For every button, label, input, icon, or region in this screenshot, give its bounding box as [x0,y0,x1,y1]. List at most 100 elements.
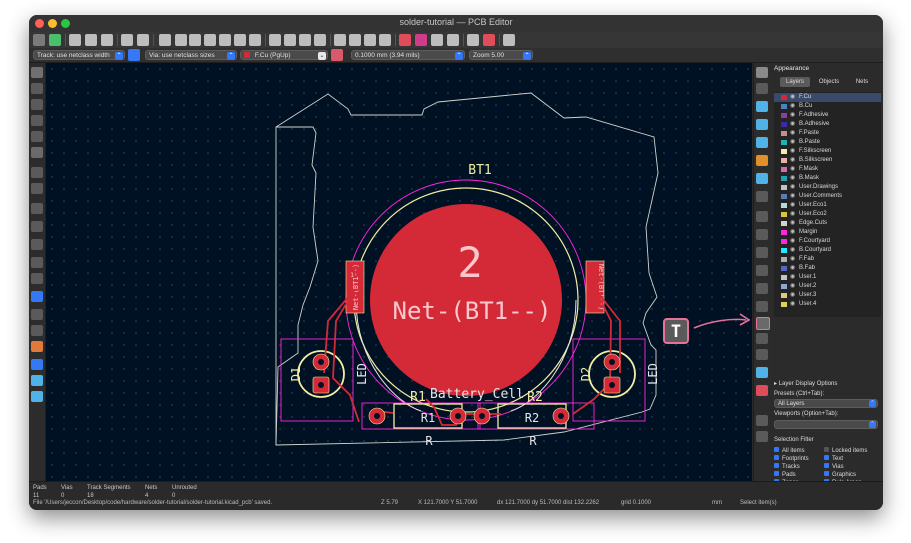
eye-icon[interactable]: ◉ [790,103,796,109]
footprint-editor-icon[interactable] [431,34,443,46]
layer-row[interactable]: ◉B.Adhesive [774,120,881,129]
3d-viewer-icon[interactable] [483,34,495,46]
presets-select[interactable]: All Layers ⌃ [774,399,878,408]
undo-icon[interactable] [121,34,133,46]
board-setup-icon[interactable] [33,34,45,46]
eye-icon[interactable]: ◉ [790,184,796,190]
layer-row[interactable]: ◉B.Fab [774,264,881,273]
eye-icon[interactable]: ◉ [790,166,796,172]
selection-filter-checkbox[interactable]: Footprints [774,454,809,463]
group-icon[interactable] [334,34,346,46]
grid-select[interactable]: 0.1000 mm (3.94 mils) ⌃ [351,50,465,60]
tab-objects[interactable]: Objects [818,79,840,85]
tab-nets[interactable]: Nets [855,79,869,85]
eye-icon[interactable]: ◉ [790,229,796,235]
layer-color-swatch[interactable] [781,167,787,172]
eye-icon[interactable]: ◉ [790,193,796,199]
layer-color-swatch[interactable] [781,257,787,262]
layers-manager-icon[interactable] [31,341,43,352]
layer-row[interactable]: ◉User.2 [774,282,881,291]
layer-color-swatch[interactable] [781,275,787,280]
checkbox-icon[interactable] [774,470,779,476]
high-contrast-icon[interactable] [31,309,43,320]
layer-row[interactable]: ◉User.4 [774,300,881,309]
track-sketch-icon[interactable] [31,291,43,302]
print-icon[interactable] [85,34,97,46]
selection-filter-checkbox[interactable]: Tracks [774,462,800,471]
layer-color-swatch[interactable] [781,239,787,244]
eye-icon[interactable]: ◉ [790,148,796,154]
selection-filter-checkbox[interactable]: Locked items [824,446,867,455]
eye-icon[interactable]: ◉ [790,112,796,118]
eye-icon[interactable]: ◉ [790,292,796,298]
unlock-icon[interactable] [379,34,391,46]
scripting-console-icon[interactable] [503,34,515,46]
local-ratsnest-icon[interactable] [756,83,768,94]
eye-icon[interactable]: ◉ [790,265,796,271]
track-seg[interactable] [332,288,360,423]
layer-row[interactable]: ◉User.3 [774,291,881,300]
add-text-icon[interactable] [756,317,770,330]
units-mm-icon[interactable] [31,147,43,158]
layer-row[interactable]: ◉F.Fab [774,255,881,264]
layer-color-swatch[interactable] [781,221,787,226]
layer-row[interactable]: ◉F.Adhesive [774,111,881,120]
close-window-button[interactable] [35,19,44,28]
save-icon[interactable] [69,34,81,46]
eye-icon[interactable]: ◉ [790,220,796,226]
layer-color-swatch[interactable] [781,212,787,217]
zoom-objects-icon[interactable] [234,34,246,46]
zone-fill-icon[interactable] [31,221,43,232]
layer-display-options[interactable]: ▸ Layer Display Options [774,381,838,387]
via-size-select[interactable]: Via: use netclass sizes ⌃ [145,50,237,60]
layer-row[interactable]: ◉F.Cu [774,93,881,102]
layer-color-swatch[interactable] [781,203,787,208]
layer-row[interactable]: ◉B.Cu [774,102,881,111]
pad-sketch-icon[interactable] [31,257,43,268]
tune-length-icon[interactable] [756,137,768,148]
layer-color-swatch[interactable] [781,248,787,253]
units-mil-icon[interactable] [31,131,43,142]
checkbox-icon[interactable] [774,446,779,452]
layer-pair-icon[interactable] [331,49,343,61]
layer-row[interactable]: ◉F.Silkscreen [774,147,881,156]
track-via-settings-icon[interactable] [128,49,140,61]
zoom-fit-icon[interactable] [219,34,231,46]
add-textbox-icon[interactable] [756,333,768,344]
route-diff-pair-icon[interactable] [756,119,768,130]
netlist-update-icon[interactable] [399,34,411,46]
draw-polygon-icon[interactable] [756,283,768,294]
layer-color-swatch[interactable] [781,266,787,271]
zoom-select[interactable]: Zoom 5.00 ⌃ [469,50,533,60]
mirror-horizontal-icon[interactable] [314,34,326,46]
units-in-icon[interactable] [31,115,43,126]
eye-icon[interactable]: ◉ [790,94,796,100]
mirror-vertical-icon[interactable] [299,34,311,46]
layer-row[interactable]: ◉User.Comments [774,192,881,201]
eye-icon[interactable]: ◉ [790,130,796,136]
selection-filter-checkbox[interactable]: Text [824,454,843,463]
net-highlight-icon[interactable] [31,325,43,336]
find-icon[interactable] [159,34,171,46]
eye-icon[interactable]: ◉ [790,157,796,163]
layer-color-swatch[interactable] [781,131,787,136]
draw-circle-icon[interactable] [756,265,768,276]
selection-filter-checkbox[interactable]: All items [774,446,805,455]
new-board-icon[interactable] [49,34,61,46]
layer-color-swatch[interactable] [781,176,787,181]
draw-line-icon[interactable] [756,211,768,222]
eye-icon[interactable]: ◉ [790,139,796,145]
layer-color-swatch[interactable] [781,113,787,118]
route-track-icon[interactable] [756,101,768,112]
layer-row[interactable]: ◉User.Drawings [774,183,881,192]
eye-icon[interactable]: ◉ [790,211,796,217]
draw-arc-icon[interactable] [756,229,768,240]
checkbox-icon[interactable] [824,470,829,476]
grid-toggle-icon[interactable] [31,83,43,94]
checkbox-icon[interactable] [774,462,779,468]
layer-row[interactable]: ◉B.Silkscreen [774,156,881,165]
layer-row[interactable]: ◉Edge.Cuts [774,219,881,228]
tab-layers[interactable]: Layers [780,77,810,87]
layer-color-swatch[interactable] [781,149,787,154]
layer-color-swatch[interactable] [781,230,787,235]
